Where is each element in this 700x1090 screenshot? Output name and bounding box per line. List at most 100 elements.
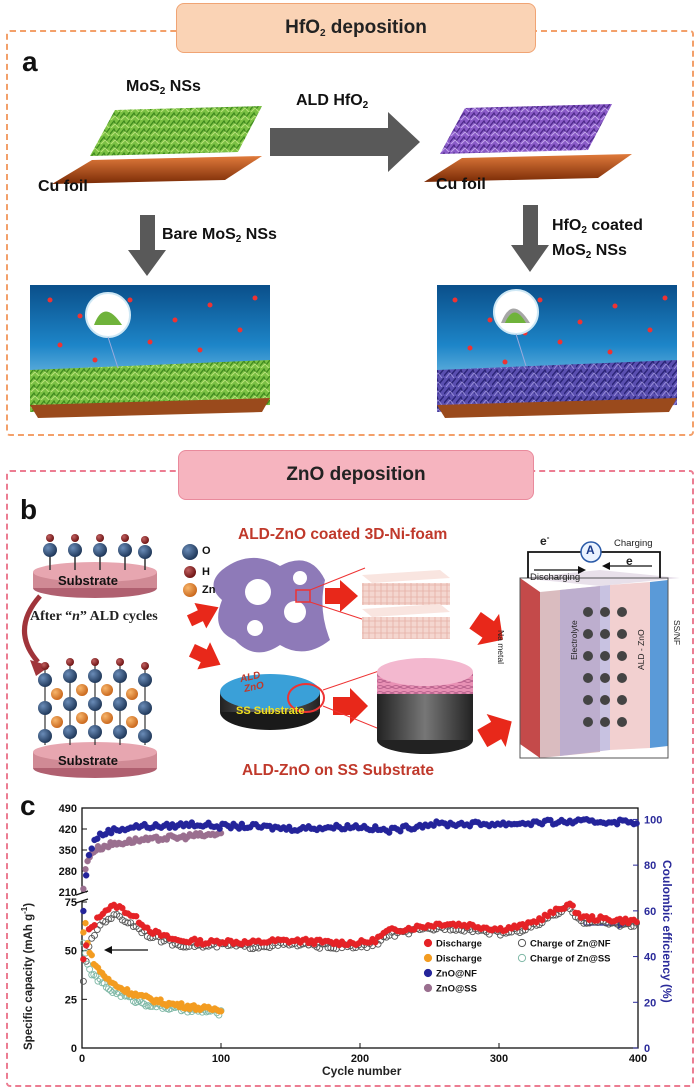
data-point (79, 977, 87, 985)
data-point (94, 835, 101, 842)
legend-item: Discharge (423, 953, 482, 965)
legend-marker (423, 968, 433, 978)
data-point (140, 1000, 148, 1008)
legend-item: ZnO@SS (423, 983, 477, 995)
data-point (104, 985, 112, 993)
panel-a-illustration (30, 104, 677, 418)
ni-foam-title: ALD-ZnO coated 3D-Ni-foam (238, 526, 448, 543)
cu-foil-left (52, 156, 262, 184)
y-left-tick-label: 50 (65, 946, 77, 958)
y-right-tick-label: 0 (644, 1043, 650, 1055)
coated-nanosheets (440, 104, 612, 154)
red-arrow-6 (477, 714, 512, 748)
y-left-tick-label: 420 (59, 824, 77, 836)
cell-zno-label: ALD - ZnO (636, 629, 646, 670)
x-tick-label: 0 (79, 1053, 85, 1065)
panel-b-illustration (22, 534, 680, 778)
panel-c-letter: c (20, 790, 36, 821)
data-point (91, 922, 98, 929)
cell-charging-label: Charging (614, 538, 653, 549)
substrate-top-label: Substrate (58, 573, 118, 588)
data-point (80, 956, 87, 963)
red-arrow-5 (469, 612, 503, 645)
x-axis-label: Cycle number (322, 1064, 402, 1078)
data-point (397, 828, 404, 835)
cell-e-right: e (626, 554, 633, 568)
legend-marker (423, 983, 433, 993)
y-left-tick-label: 490 (59, 803, 77, 815)
substrate-bottom-label: Substrate (58, 753, 118, 768)
x-tick-label: 300 (490, 1053, 508, 1065)
data-point (86, 965, 94, 973)
cycle-arrow (22, 594, 42, 664)
mos2-nanosheets (90, 106, 262, 156)
data-point (82, 866, 89, 873)
y-left-tick-label: 280 (59, 866, 77, 878)
data-point (82, 942, 90, 949)
atom-legend (182, 544, 198, 597)
coated-electrolyte-box (437, 285, 677, 418)
mos2-nss-label: MoS2 NSs (126, 78, 201, 97)
data-point (80, 929, 87, 936)
data-point (133, 913, 140, 920)
data-point (633, 820, 640, 827)
data-point (216, 825, 223, 832)
data-point (372, 939, 379, 946)
axis-break-mark (75, 898, 89, 904)
left-axis-indicator (104, 946, 148, 954)
bare-electrolyte-box (30, 285, 270, 418)
data-point (80, 885, 87, 893)
y-right-tick-label: 60 (644, 906, 656, 918)
y-right-tick-label: 40 (644, 952, 656, 964)
legend-marker (423, 938, 433, 948)
legend-label: ZnO@NF (436, 969, 477, 980)
legend-marker (517, 938, 527, 948)
data-point (119, 904, 126, 912)
cu-foil-left-label: Cu foil (38, 178, 88, 195)
data-point (90, 971, 98, 979)
ald-hfo2-label: ALD HfO2 (296, 92, 369, 111)
legend-marker (423, 953, 433, 963)
legend-zn-label: Zn (202, 584, 216, 596)
red-arrow-4 (333, 688, 368, 724)
red-arrow-3 (325, 580, 358, 612)
panel-a-title-pill: HfO2 deposition (176, 3, 536, 53)
down-arrow-left (128, 215, 166, 276)
red-arrow-2 (188, 642, 221, 670)
data-point (107, 987, 114, 994)
cu-foil-right (424, 154, 632, 182)
battery-cell (519, 541, 680, 759)
ss-substrate-title: ALD-ZnO on SS Substrate (242, 762, 435, 779)
legend-item: Charge of Zn@SS (517, 954, 611, 965)
cell-ssnf-label: SS/NF (672, 620, 682, 646)
ammeter-icon: A (586, 543, 595, 557)
data-point (633, 918, 640, 926)
y-left-tick-label: 75 (65, 897, 77, 909)
y-left-tick-label: 25 (65, 994, 77, 1006)
y-left-axis-label: Specific capacity (mAh g-1) (20, 902, 35, 1050)
legend-item: Discharge (423, 938, 482, 950)
data-point (82, 919, 89, 927)
ald-cycles-label: After “n” ALD cycles (30, 609, 158, 624)
data-point (217, 1008, 225, 1015)
cu-foil-right-label: Cu foil (436, 176, 486, 193)
data-point (80, 907, 87, 915)
legend-label: Charge of Zn@NF (530, 939, 611, 950)
panel-b-letter: b (20, 494, 38, 525)
cell-na-label: Na metal (496, 630, 506, 665)
data-point (82, 872, 90, 879)
y-right-tick-label: 100 (644, 814, 662, 826)
x-tick-label: 100 (212, 1053, 230, 1065)
data-point (538, 916, 546, 924)
x-tick-label: 200 (351, 1053, 369, 1065)
legend-label: Discharge (436, 954, 482, 965)
data-point (94, 977, 102, 985)
legend-label: Discharge (436, 939, 482, 950)
legend-label: ZnO@SS (436, 984, 477, 995)
data-point (85, 851, 93, 859)
ald-arrow (270, 112, 420, 172)
panel-a-title: HfO2 deposition (285, 17, 427, 39)
panel-b-title-pill: ZnO deposition (178, 450, 534, 500)
series-zno-ss (80, 829, 225, 893)
